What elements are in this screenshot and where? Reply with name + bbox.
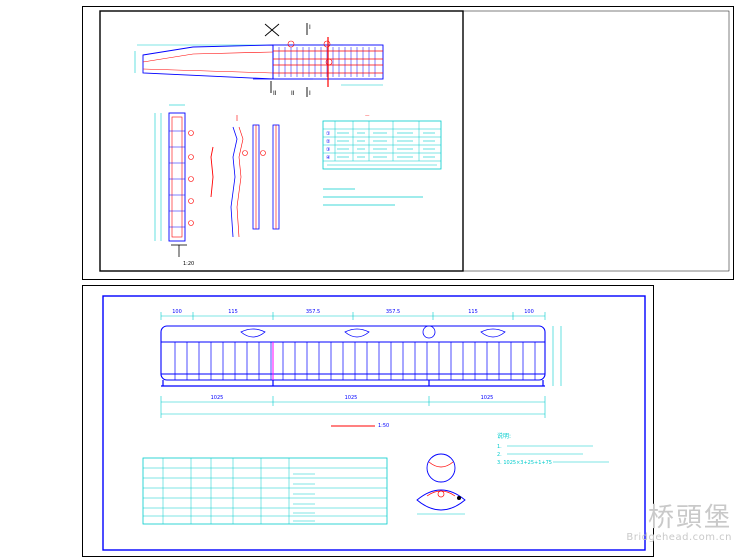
material-table: — ① ② ③ ④ [322, 114, 442, 206]
notes-block: 说明: 1. 2. 3. 1025×3+25+1+75 [497, 432, 609, 466]
railing-elevation-drawing: 100 115 357.5 357.5 115 100 [102, 295, 646, 551]
note-1: 1. [497, 444, 502, 450]
dim-top-5: 115 [468, 309, 478, 315]
dim-top-4: 357.5 [386, 309, 400, 315]
mark-3: ③ [326, 147, 330, 153]
mark-1: ① [326, 131, 331, 137]
watermark-text: 桥頭堡 [647, 503, 732, 533]
column-section: 1:20 [154, 104, 194, 267]
dim-top-3: 357.5 [306, 309, 320, 315]
bottom-material-table [142, 457, 388, 525]
note-3: 3. 1025×3+25+1+75 [497, 460, 552, 466]
dim-top-6: 100 [524, 309, 534, 315]
view-scale-label: 1:50 [378, 423, 389, 429]
mark-2: ② [326, 139, 331, 145]
section-label-3: II [291, 90, 295, 97]
stirrup-hatch [278, 47, 376, 77]
dim-mid-2: 1025 [345, 395, 358, 401]
mark-4: ④ [326, 155, 331, 161]
dim-mid-3: 1025 [481, 395, 494, 401]
railing-elevation [160, 325, 562, 387]
watermark: 桥頭堡 Bridgehead.com.cn [622, 504, 732, 556]
drawing-sheet-bottom: 100 115 357.5 357.5 115 100 [82, 285, 654, 557]
bottom-inner-frame [102, 295, 646, 551]
rebar-shapes [210, 115, 280, 238]
rebar-detail-drawing: I I II II [99, 10, 730, 272]
svg-text:—: — [365, 114, 370, 119]
ornament-detail [416, 453, 466, 515]
dim-mid-1: 1025 [211, 395, 224, 401]
section-label-4: II [273, 90, 277, 97]
beam-elevation: I I II II [134, 23, 384, 97]
section-label-1: I [309, 24, 311, 31]
section-label-2: I [309, 90, 311, 97]
dim-top-2: 115 [228, 309, 238, 315]
watermark-url: Bridgehead.com.cn [626, 532, 732, 543]
section-scale-label: 1:20 [183, 261, 194, 267]
railing-balusters [174, 342, 536, 380]
railing-ornaments [240, 325, 506, 339]
note-2: 2. [497, 452, 502, 458]
dim-top-1: 100 [172, 309, 182, 315]
mid-dimension-line: 1025 1025 1025 1:50 [160, 395, 546, 429]
drawing-sheet-top: I I II II [82, 6, 734, 280]
top-dimension-line: 100 115 357.5 357.5 115 100 [160, 309, 546, 320]
notes-title: 说明: [497, 432, 511, 440]
outer-frame [462, 10, 730, 272]
